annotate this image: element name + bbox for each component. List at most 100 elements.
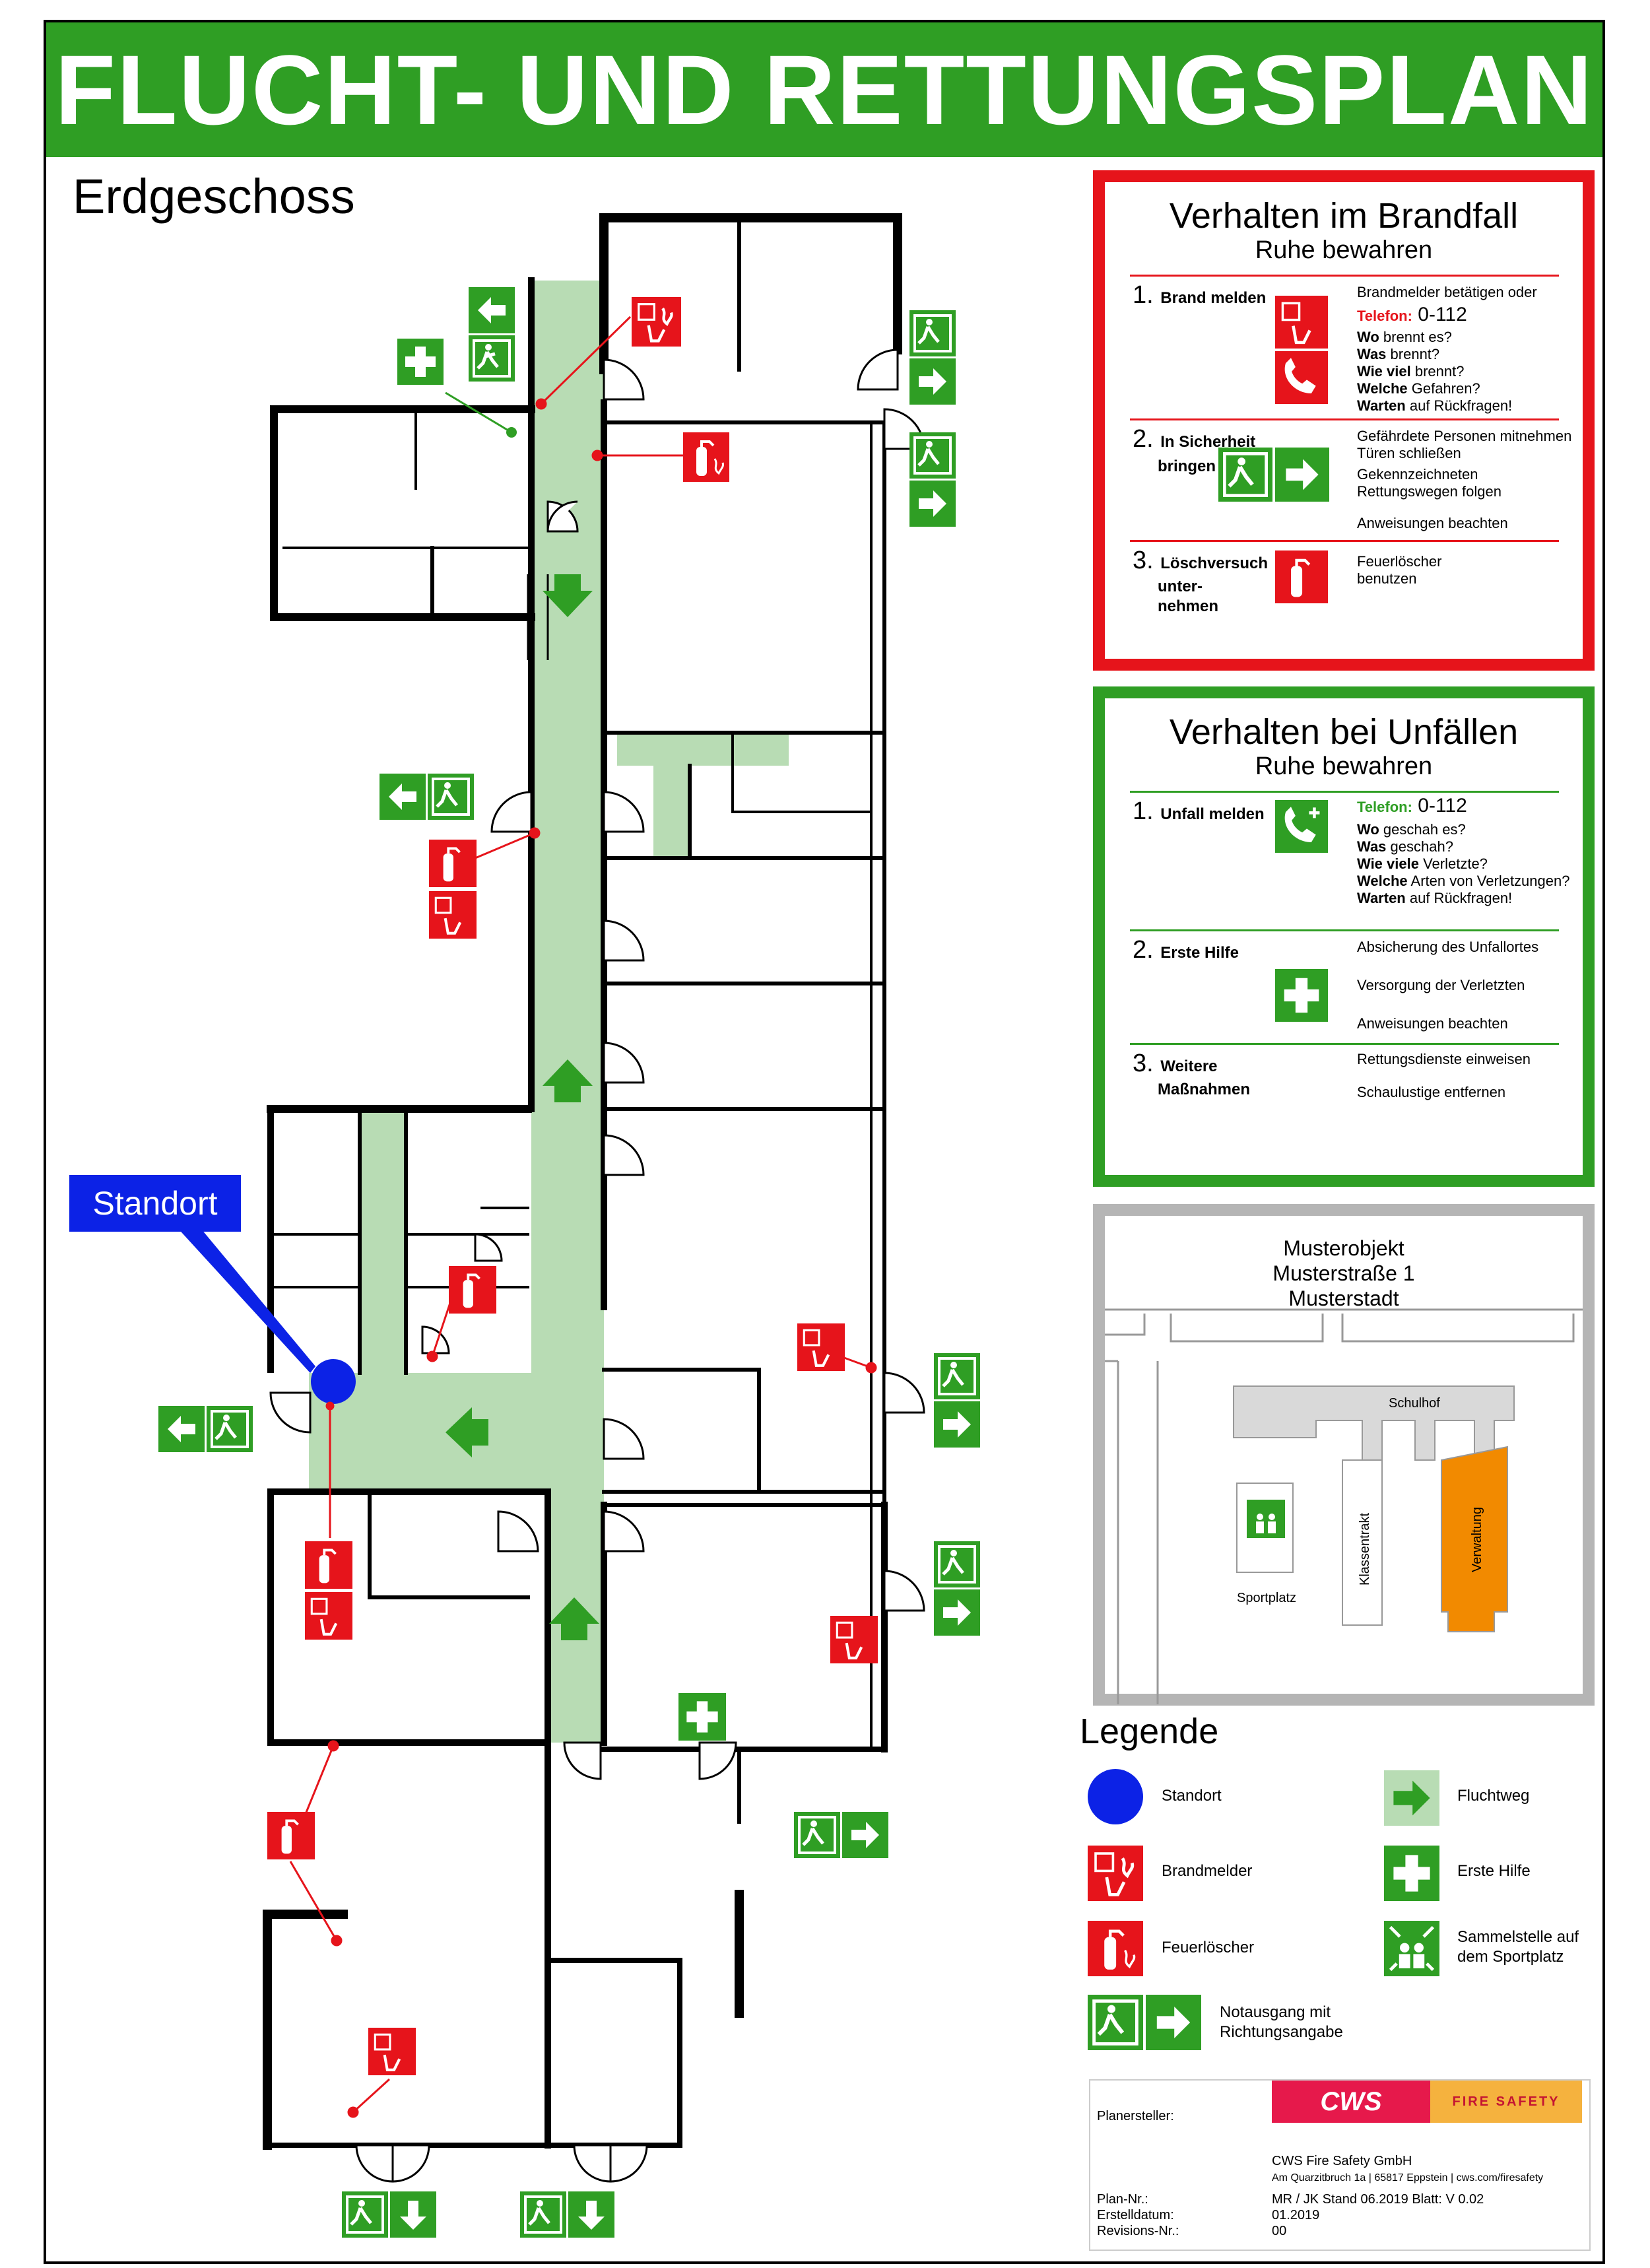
exit-down-arrow-icon: [568, 2191, 614, 2238]
accident-panel-subtitle: Ruhe bewahren: [1255, 752, 1433, 780]
step-3-label: Maßnahmen: [1158, 1081, 1251, 1098]
fire-extinguisher-icon: [683, 432, 729, 482]
step-2-label: bringen: [1158, 457, 1216, 475]
fire-step-1-text: Brandmelder betätigen oder: [1357, 284, 1537, 300]
fire-extinguisher-icon: [1275, 550, 1328, 603]
exit-right-arrow-icon: [842, 1812, 888, 1858]
fire-alarm-icon: [1088, 1846, 1143, 1901]
emergency-exit-runner-icon: [794, 1812, 840, 1858]
emergency-exit-runner-icon: [520, 2191, 566, 2238]
fire-extinguisher-icon: [449, 1266, 496, 1314]
step-1: 1. Unfall melden: [1133, 797, 1265, 825]
cws-logo: CWS: [1272, 2081, 1430, 2123]
floor-plan: [69, 213, 925, 2183]
fire-safety-tag: FIRE SAFETY: [1430, 2081, 1582, 2123]
divider: [1130, 275, 1559, 277]
planersteller-label: Planersteller:: [1097, 2109, 1174, 2123]
exit-right-arrow-icon: [934, 1589, 980, 1636]
step-3: 3. Löschversuch: [1133, 547, 1268, 574]
klassentrakt-label: Klassentrakt: [1358, 1513, 1372, 1585]
fire-extinguisher-icon: [1088, 1921, 1143, 1976]
legend-erste-hilfe: Erste Hilfe: [1457, 1862, 1531, 1880]
divider: [1130, 1043, 1559, 1045]
exit-right-arrow-icon: [909, 358, 956, 405]
standort-marker-icon: [1088, 1769, 1143, 1824]
emergency-exit-runner-icon: [1218, 448, 1272, 502]
fire-extinguisher-icon: [429, 840, 477, 887]
fire-instructions-panel: Verhalten im Brandfall Ruhe bewahren 1. …: [1093, 170, 1595, 671]
fire-alarm-icon: [429, 891, 477, 939]
title-bar: FLUCHT- UND RETTUNGSPLAN: [46, 22, 1602, 157]
divider: [1130, 418, 1559, 420]
escape-route-arrow-icon: [1384, 1770, 1439, 1826]
revision-value: 00: [1272, 2224, 1287, 2238]
fire-alarm-icon: [797, 1323, 845, 1371]
verwaltung-building: [1441, 1446, 1508, 1632]
legend-fluchtweg: Fluchtweg: [1457, 1787, 1530, 1805]
fire-alarm-icon: [830, 1616, 878, 1663]
legend-standort: Standort: [1162, 1787, 1222, 1805]
exit-left-arrow-icon: [380, 774, 426, 820]
emergency-phone-icon: [1275, 800, 1328, 853]
site-map: Schulhof Klassentrakt Verwaltung Sportpl…: [1105, 1308, 1583, 1704]
floor-label: Erdgeschoss: [73, 169, 355, 224]
fire-panel-subtitle: Ruhe bewahren: [1255, 236, 1433, 264]
fire-alarm-icon: [632, 297, 681, 347]
fire-extinguisher-icon: [267, 1812, 315, 1859]
plan-nr-label: Plan-Nr.:: [1097, 2192, 1148, 2207]
revision-label: Revisions-Nr.:: [1097, 2224, 1179, 2238]
erstelldatum-label: Erstelldatum:: [1097, 2208, 1174, 2222]
assembly-point-icon: [1384, 1921, 1439, 1976]
emergency-exit-runner-icon: [342, 2191, 388, 2238]
emergency-exit-runner-icon: [909, 310, 956, 356]
fire-alarm-icon: [368, 2028, 416, 2075]
verwaltung-label: Verwaltung: [1470, 1507, 1484, 1572]
emergency-exit-runner-icon: [469, 335, 515, 382]
exit-left-arrow-icon: [469, 287, 515, 333]
first-aid-icon: [1384, 1846, 1439, 1901]
exit-right-arrow-icon: [909, 481, 956, 527]
divider: [1130, 540, 1559, 542]
plan-title: FLUCHT- UND RETTUNGSPLAN: [55, 34, 1594, 145]
accident-step-3-text: Rettungsdienste einweisen Schaulustige e…: [1357, 1051, 1531, 1100]
accident-panel-title: Verhalten bei Unfällen: [1169, 712, 1519, 752]
emergency-exit-runner-icon: [909, 432, 956, 479]
klassentrakt-building: [1342, 1459, 1383, 1626]
legend-sammelstelle: Sammelstelle auf dem Sportplatz: [1457, 1928, 1579, 1966]
plan-nr-value: MR / JK Stand 06.2019 Blatt: V 0.02: [1272, 2192, 1484, 2207]
emergency-exit-runner-icon: [207, 1406, 253, 1452]
location-marker: [69, 1175, 356, 1404]
step-3-label: unter- nehmen: [1158, 578, 1219, 615]
step-2: 2. Erste Hilfe: [1133, 936, 1239, 964]
sportplatz-label: Sportplatz: [1237, 1591, 1296, 1605]
walls: [263, 213, 902, 2150]
fire-panel-title: Verhalten im Brandfall: [1169, 196, 1519, 236]
accident-questions: Wo geschah es? Was geschah? Wie viele Ve…: [1357, 821, 1570, 906]
emergency-exit-runner-icon: [934, 1541, 980, 1587]
erstelldatum-value: 01.2019: [1272, 2208, 1320, 2222]
emergency-exit-runner-icon: [428, 774, 474, 820]
company-address: Am Quarzitbruch 1a | 65817 Eppstein | cw…: [1272, 2172, 1544, 2184]
fire-step-2-text: Gefährdete Personen mitnehmen Türen schl…: [1357, 428, 1572, 531]
step-1: 1. Brand melden: [1133, 281, 1267, 309]
route-arrows: [446, 574, 599, 1640]
legend-brandmelder: Brandmelder: [1162, 1862, 1253, 1880]
legend-notausgang: Notausgang mit Richtungsangabe: [1220, 2003, 1343, 2041]
accident-step-2-text: Absicherung des Unfallortes Versorgung d…: [1357, 939, 1539, 1032]
first-aid-icon: [397, 339, 444, 385]
accident-phone: Telefon: 0-112: [1357, 795, 1467, 817]
company-name: CWS Fire Safety GmbH: [1272, 2154, 1412, 2168]
plan-frame: [44, 20, 1605, 2264]
plan-footer: Planersteller: CWS FIRE SAFETY CWS Fire …: [1089, 2079, 1591, 2251]
first-aid-icon: [678, 1693, 726, 1741]
exit-left-arrow-icon: [158, 1406, 205, 1452]
escape-route: [309, 281, 789, 1743]
exit-right-arrow-icon: [934, 1401, 980, 1448]
fire-alarm-icon: [1275, 296, 1328, 349]
site-map-panel: Musterobjekt Musterstraße 1 Musterstadt …: [1093, 1204, 1595, 1706]
fire-questions: Wo brennt es? Was brennt? Wie viel brenn…: [1357, 329, 1513, 414]
emergency-exit-runner-icon: [1088, 1995, 1143, 2050]
exit-right-arrow-icon: [1146, 1995, 1201, 2050]
exit-down-arrow-icon: [390, 2191, 436, 2238]
schulhof-label: Schulhof: [1389, 1396, 1440, 1411]
